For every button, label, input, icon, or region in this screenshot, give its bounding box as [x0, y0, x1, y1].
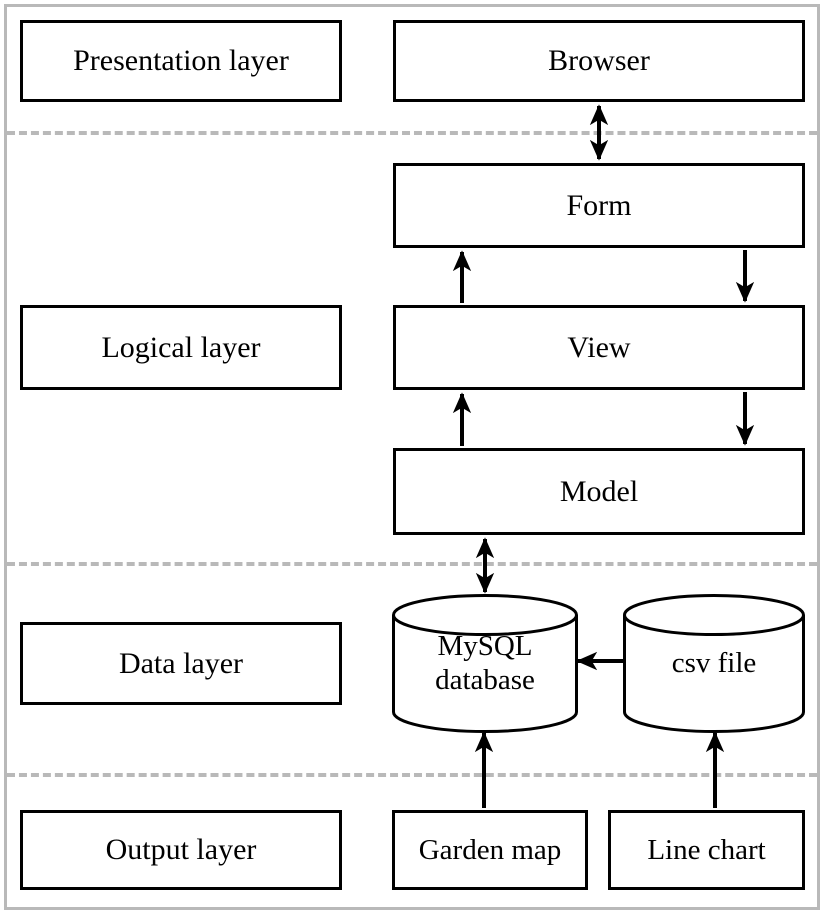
node-mysql-database[interactable]: MySQL database: [392, 594, 578, 733]
node-form-label: Form: [566, 188, 632, 222]
layer-divider-data-output: [7, 773, 817, 777]
node-garden-map-label: Garden map: [418, 833, 562, 866]
layer-label-presentation: Presentation layer: [20, 20, 342, 102]
layer-divider-presentation-logical: [7, 131, 817, 135]
node-line-chart[interactable]: Line chart: [608, 810, 805, 890]
node-csv-file[interactable]: csv file: [623, 594, 805, 733]
node-form[interactable]: Form: [393, 163, 805, 248]
database-cylinder-icon: [392, 594, 578, 733]
node-line-chart-label: Line chart: [647, 833, 766, 866]
node-browser-label: Browser: [548, 44, 650, 78]
node-garden-map[interactable]: Garden map: [392, 810, 588, 890]
layer-label-logical: Logical layer: [20, 305, 342, 390]
layer-label-output-text: Output layer: [105, 833, 257, 867]
node-model[interactable]: Model: [393, 448, 805, 535]
node-view-label: View: [567, 330, 631, 364]
layer-divider-logical-data: [7, 562, 817, 566]
node-model-label: Model: [559, 474, 639, 508]
node-view[interactable]: View: [393, 305, 805, 390]
layer-label-data-text: Data layer: [118, 646, 244, 680]
node-browser[interactable]: Browser: [393, 20, 805, 102]
layer-label-presentation-text: Presentation layer: [73, 44, 289, 78]
file-cylinder-icon: [623, 594, 805, 733]
layer-label-logical-text: Logical layer: [101, 330, 261, 364]
layer-label-data: Data layer: [20, 622, 342, 705]
layer-label-output: Output layer: [20, 810, 342, 890]
